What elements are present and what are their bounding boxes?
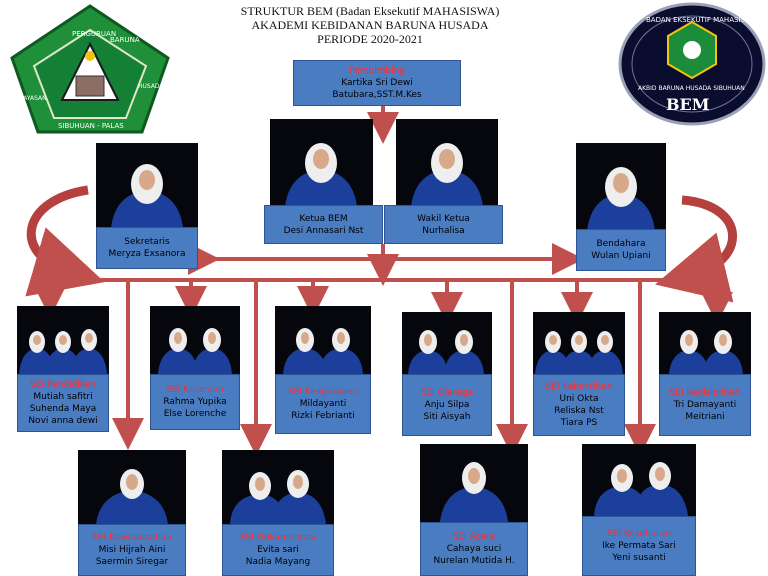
division-member: Evita sari: [257, 545, 299, 555]
division-member: Rizki Febrianti: [291, 411, 355, 421]
photo-bendahara: [576, 143, 666, 231]
title-line-3: PERIODE 2020-2021: [317, 32, 423, 46]
ketua-title: Ketua BEM: [299, 213, 348, 224]
pembimbing-label: Pembimbing: [348, 66, 406, 76]
right-logo-big-text: BEM: [666, 95, 709, 114]
division-box-keagamaan: SEI Keagamaan Mildayanti Rizki Febrianti: [275, 374, 371, 434]
division-box-pendidikan: SEI Pendidikan Mutiah safitri Suhenda Ma…: [17, 374, 109, 432]
person-figure: [285, 143, 357, 207]
pembimbing-box: Pembimbing Kartika Sri Dewi Batubara,SST…: [293, 60, 461, 106]
bendahara-box: Bendahara Wulan Upiani: [576, 229, 666, 271]
page-title: STRUKTUR BEM (Badan Eksekutif MAHASISWA)…: [220, 4, 520, 46]
division-box-kedisiplinan: SEI Kedisiplinan Tri Damayanti Meitriani: [659, 374, 751, 436]
division-box-kebersihan: SEI Kebersihan Uni Okta Reliska Nst Tiar…: [533, 374, 625, 436]
sekretaris-title: Sekretaris: [124, 237, 170, 247]
wakil-name: Nurhalisa: [422, 225, 465, 236]
division-box-kesenian: SEI Kesenian Rahma Yupika Else Lorenche: [150, 374, 240, 430]
title-line-1: STRUKTUR BEM (Badan Eksekutif MAHASISWA): [240, 4, 500, 18]
division-member: Meitriani: [685, 412, 725, 422]
ketua-box: Ketua BEM Desi Annasari Nst: [264, 205, 383, 244]
division-member: Reliska Nst: [554, 406, 604, 416]
division-box-kewirausahaa: SEI Kewirausahaa Misi Hijrah Aini Saermi…: [78, 524, 186, 576]
division-label: SEI Kebersihan: [545, 382, 613, 392]
right-logo: BADAN EKSEKUTIF MAHASISWA AKBID BARUNA H…: [616, 0, 768, 128]
division-member: Siti Aisyah: [423, 412, 471, 422]
division-member: Nadia Mayang: [245, 557, 311, 567]
left-logo-top-text: PERGURUAN: [72, 30, 116, 38]
division-member: Rahma Yupika: [163, 397, 227, 407]
division-member: Tri Damayanti: [673, 400, 737, 410]
left-logo: PERGURUAN BARUNA YAYASAN HUSADA SIBUHUAN…: [0, 0, 180, 140]
division-member: Mutiah safitri: [33, 392, 93, 402]
division-label: SEI Acara: [452, 532, 496, 542]
ketua-name: Desi Annasari Nst: [283, 225, 364, 236]
division-label: SEI Keagamaan: [287, 387, 359, 397]
sekretaris-name: Meryza Exsanora: [108, 249, 186, 259]
division-member: Nurelan Mutida H.: [433, 556, 515, 566]
curved-arrow-right: [655, 195, 737, 303]
division-label: SEI Dokumentasi: [239, 533, 317, 543]
division-member: Misi Hijrah Aini: [98, 545, 166, 555]
photo-acara: [420, 444, 528, 522]
division-member: Mildayanti: [299, 399, 347, 409]
division-member: Uni Okta: [559, 394, 599, 404]
division-member: Suhenda Maya: [29, 404, 97, 414]
left-logo-side-right-text: HUSADA: [138, 83, 164, 90]
division-box-kesehatan: SEI Kesehatan Ike Permata Sari Yeni susa…: [582, 516, 696, 576]
photo-kesenian: [150, 306, 240, 374]
person-figure: [587, 167, 655, 231]
curved-arrow-left: [25, 185, 105, 297]
bendahara-title: Bendahara: [596, 239, 646, 249]
sekretaris-box: Sekretaris Meryza Exsanora: [96, 227, 198, 269]
division-member: Tiara PS: [560, 418, 598, 428]
division-box-olaraga: SEI Olaraga Anju Silpa Siti Aisyah: [402, 374, 492, 436]
left-logo-right-text: BARUNA: [110, 36, 140, 44]
photo-sekretaris: [96, 143, 198, 228]
division-box-dokumentasi: SEI Dokumentasi Evita sari Nadia Mayang: [222, 524, 334, 576]
wakil-title: Wakil Ketua: [417, 213, 470, 224]
division-member: Saermin Siregar: [95, 557, 169, 567]
photo-ketua: [270, 119, 373, 207]
division-member: Yeni susanti: [612, 553, 666, 563]
division-member: Else Lorenche: [163, 409, 227, 419]
right-logo-top-text: BADAN EKSEKUTIF MAHASISWA: [646, 16, 756, 24]
photo-wakil: [396, 119, 498, 207]
division-label: SEI Pendidikan: [30, 380, 96, 390]
division-label: SEI Olaraga: [420, 388, 474, 398]
pembimbing-name-2: Batubara,SST.M.Kes: [332, 90, 422, 100]
division-label: SEI Kesehatan: [606, 529, 672, 539]
division-label: SEI Kedisiplinan: [669, 388, 741, 398]
bendahara-name: Wulan Upiani: [591, 251, 651, 261]
division-member: Cahaya suci: [446, 544, 502, 554]
photo-pendidikan: [17, 306, 109, 374]
photo-keagamaan: [275, 306, 371, 374]
photo-kesehatan: [582, 444, 696, 516]
person-figure: [111, 164, 183, 228]
division-label: SEI Kesenian: [166, 385, 224, 395]
division-member: Ike Permata Sari: [602, 541, 676, 551]
title-line-2: AKADEMI KEBIDANAN BARUNA HUSADA: [251, 18, 489, 32]
left-logo-bottom-text: SIBUHUAN - PALAS: [58, 122, 124, 130]
wakil-box: Wakil Ketua Nurhalisa: [384, 205, 503, 244]
left-logo-side-left-text: YAYASAN: [19, 95, 47, 102]
division-box-acara: SEI Acara Cahaya suci Nurelan Mutida H.: [420, 522, 528, 576]
right-logo-middle-text: AKBID BARUNA HUSADA SIBUHUAN: [638, 85, 745, 92]
person-figure: [411, 143, 483, 207]
photo-kedisiplinan: [659, 312, 751, 374]
photo-kewirausahaa: [78, 450, 186, 524]
photo-kebersihan: [533, 312, 625, 374]
pembimbing-name-1: Kartika Sri Dewi: [341, 78, 413, 88]
photo-dokumentasi: [222, 450, 334, 524]
division-member: Anju Silpa: [424, 400, 470, 410]
division-label: SEI Kewirausahaa: [92, 533, 172, 543]
division-member: Novi anna dewi: [28, 416, 98, 426]
photo-olaraga: [402, 312, 492, 374]
